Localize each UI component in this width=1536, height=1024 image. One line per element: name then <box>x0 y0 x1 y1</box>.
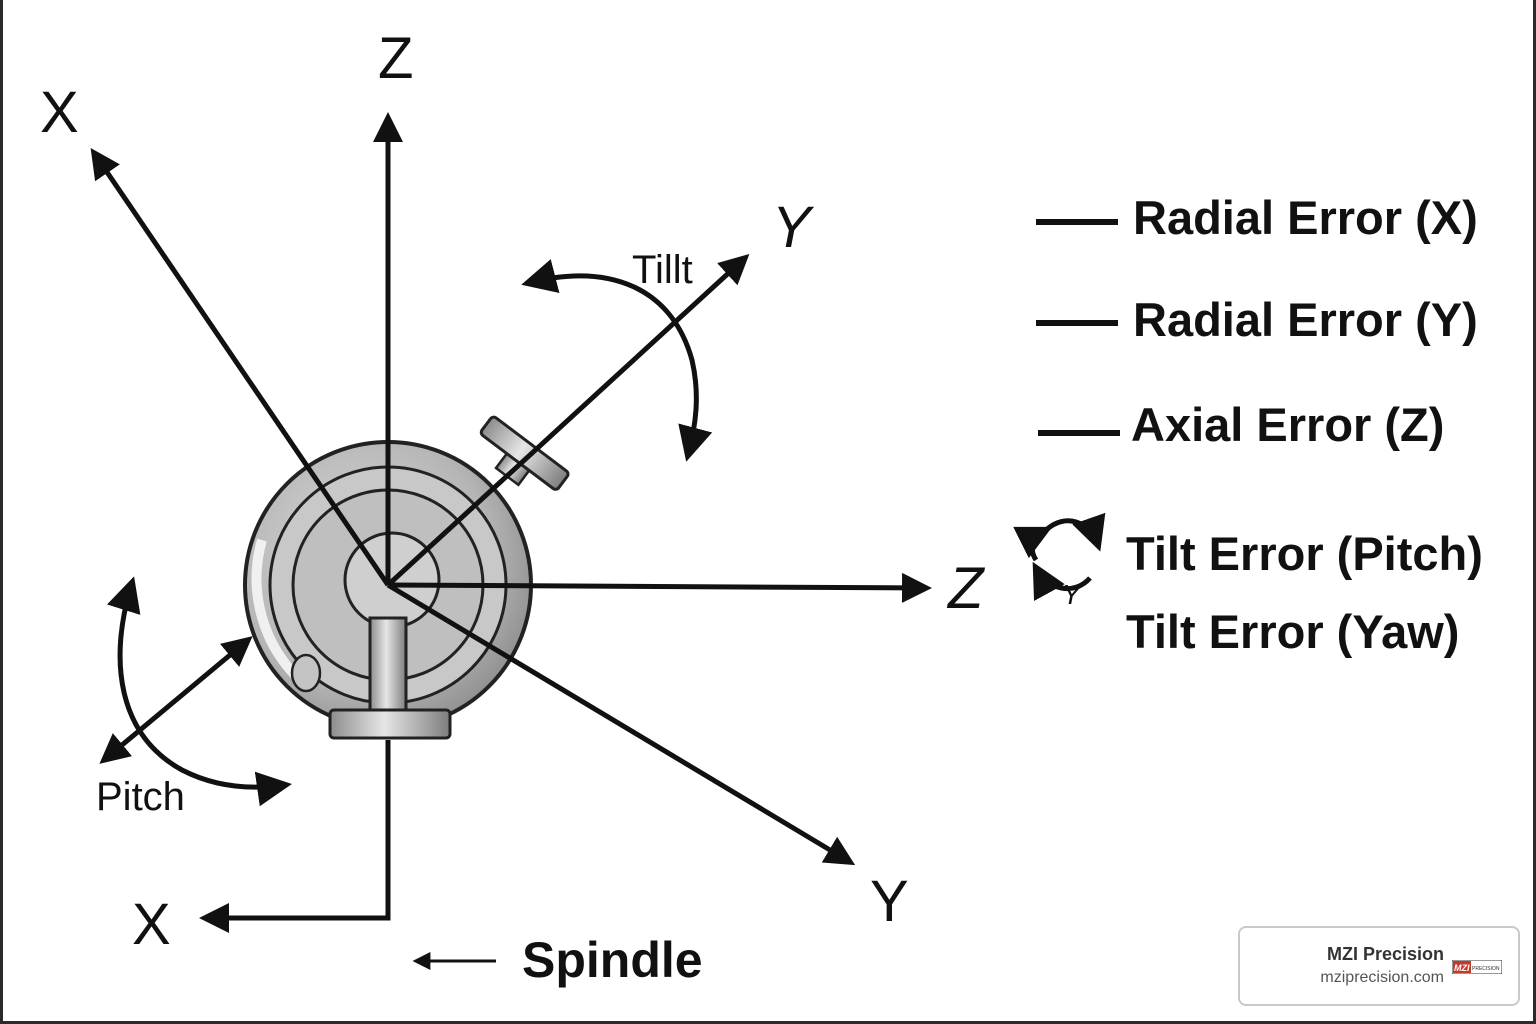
legend-label-radial-x: Radial Error (X) <box>1133 191 1478 244</box>
legend-label-tilt-pitch: Tilt Error (Pitch) <box>1126 527 1483 580</box>
pitch-diagonal-arrow <box>99 636 253 764</box>
brand-card[interactable]: MZI Precision mziprecision.com MZI PRECI… <box>1238 926 1520 1006</box>
legend-label-tilt-yaw: Tilt Error (Yaw) <box>1126 605 1459 658</box>
y-upper-axis <box>386 253 750 587</box>
spindle-shaft <box>328 616 452 740</box>
tilt-label: Tillt <box>632 248 693 292</box>
spindle-label: Spindle <box>522 932 703 988</box>
y-lower-label: Y <box>870 869 909 934</box>
y-lower-axis <box>386 582 856 866</box>
z-horizontal-axis <box>387 572 932 603</box>
rotation-cycle-icon: Y <box>1013 512 1106 610</box>
legend-label-axial-z: Axial Error (Z) <box>1131 398 1444 451</box>
brand-url[interactable]: mziprecision.com <box>1320 969 1444 986</box>
legend: Radial Error (X) Radial Error (Y) Axial … <box>1013 191 1483 658</box>
rotation-icon-glyph: Y <box>1062 579 1083 610</box>
svg-text:MZI: MZI <box>1454 963 1470 973</box>
tilt-arrow <box>521 259 713 462</box>
y-upper-label: Y <box>772 195 815 260</box>
axis-lines <box>90 112 932 933</box>
brand-name: MZI Precision <box>1326 944 1444 964</box>
legend-label-radial-y: Radial Error (Y) <box>1133 293 1478 346</box>
svg-text:PRECISION: PRECISION <box>1472 966 1500 972</box>
x-upper-label: X <box>40 80 79 145</box>
x-lower-axis <box>199 740 391 933</box>
z-top-label: Z <box>378 26 413 91</box>
x-upper-axis <box>90 148 391 587</box>
x-lower-label: X <box>132 892 171 957</box>
brand-logo-icon: MZI PRECISION <box>1452 960 1502 974</box>
pitch-label: Pitch <box>96 775 185 819</box>
z-right-label: Z <box>946 556 986 621</box>
